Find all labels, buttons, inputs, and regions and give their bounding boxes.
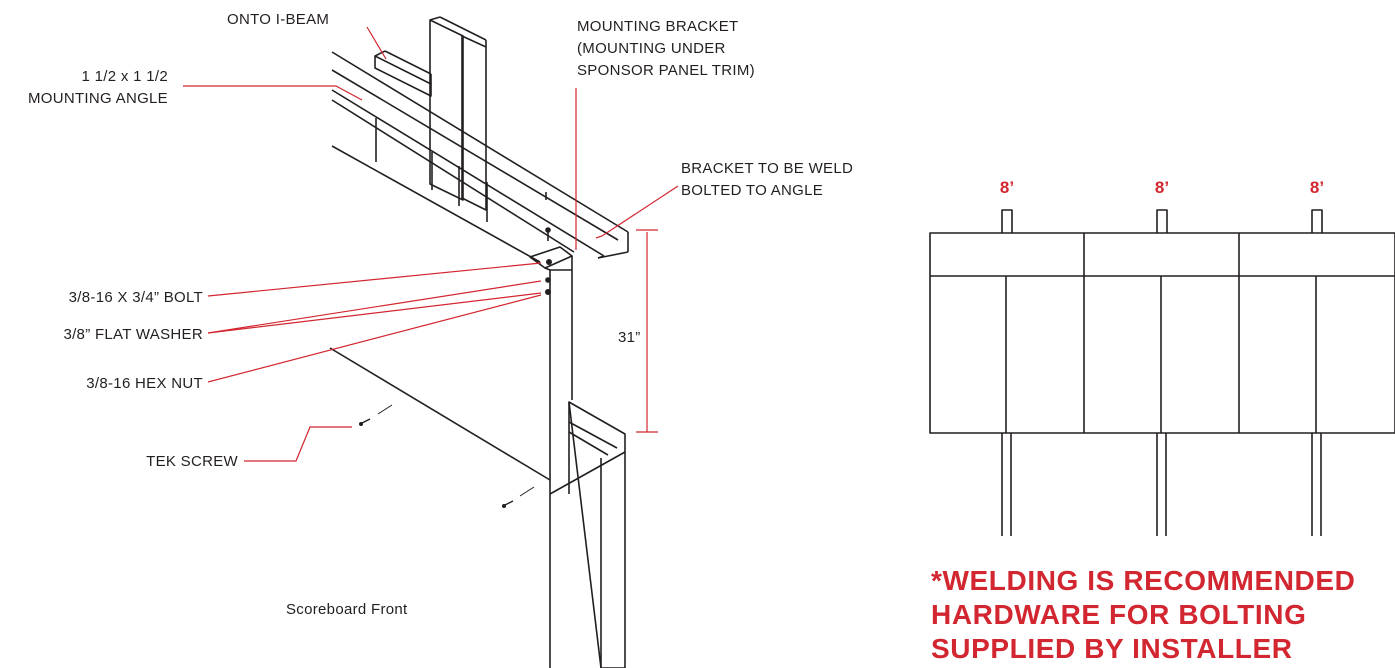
label-bracket-weld: BRACKET TO BE WELD (681, 160, 853, 177)
label-hex-nut: 3/8-16 HEX NUT (86, 375, 203, 392)
mounting-angle (331, 51, 629, 263)
label-onto-i-beam: ONTO I-BEAM (227, 11, 329, 28)
elevation-posts (1001, 209, 1323, 536)
spacing-label-3: 8’ (1310, 178, 1324, 197)
label-mounting-angle-size: 1 1/2 x 1 1/2 (82, 68, 168, 85)
leader-lines (183, 26, 679, 462)
label-mounting-bracket: MOUNTING BRACKET (577, 18, 738, 35)
label-bolt: 3/8-16 X 3/4” BOLT (69, 289, 203, 306)
spacing-label-2: 8’ (1155, 178, 1169, 197)
label-tek-screw: TEK SCREW (146, 453, 238, 470)
label-sponsor-panel-trim: SPONSOR PANEL TRIM) (577, 62, 755, 79)
scoreboard-elevation (929, 232, 1395, 434)
fasteners (545, 227, 552, 295)
label-bolted-to-angle: BOLTED TO ANGLE (681, 182, 823, 199)
label-scoreboard-front: Scoreboard Front (286, 601, 408, 618)
note-line-2: HARDWARE FOR BOLTING (931, 599, 1306, 630)
tek-screws (359, 404, 535, 508)
note-line-3: SUPPLIED BY INSTALLER (931, 633, 1293, 664)
scoreboard-cabinet (329, 347, 626, 668)
i-beam (374, 16, 487, 211)
mounting-bracket (529, 246, 573, 668)
spacing-label-1: 8’ (1000, 178, 1014, 197)
label-mounting-under: (MOUNTING UNDER (577, 40, 726, 57)
note-line-1: *WELDING IS RECOMMENDED (931, 565, 1355, 596)
label-height-dimension: 31” (618, 329, 641, 346)
label-mounting-angle: MOUNTING ANGLE (28, 90, 168, 107)
label-flat-washer: 3/8” FLAT WASHER (63, 326, 203, 343)
